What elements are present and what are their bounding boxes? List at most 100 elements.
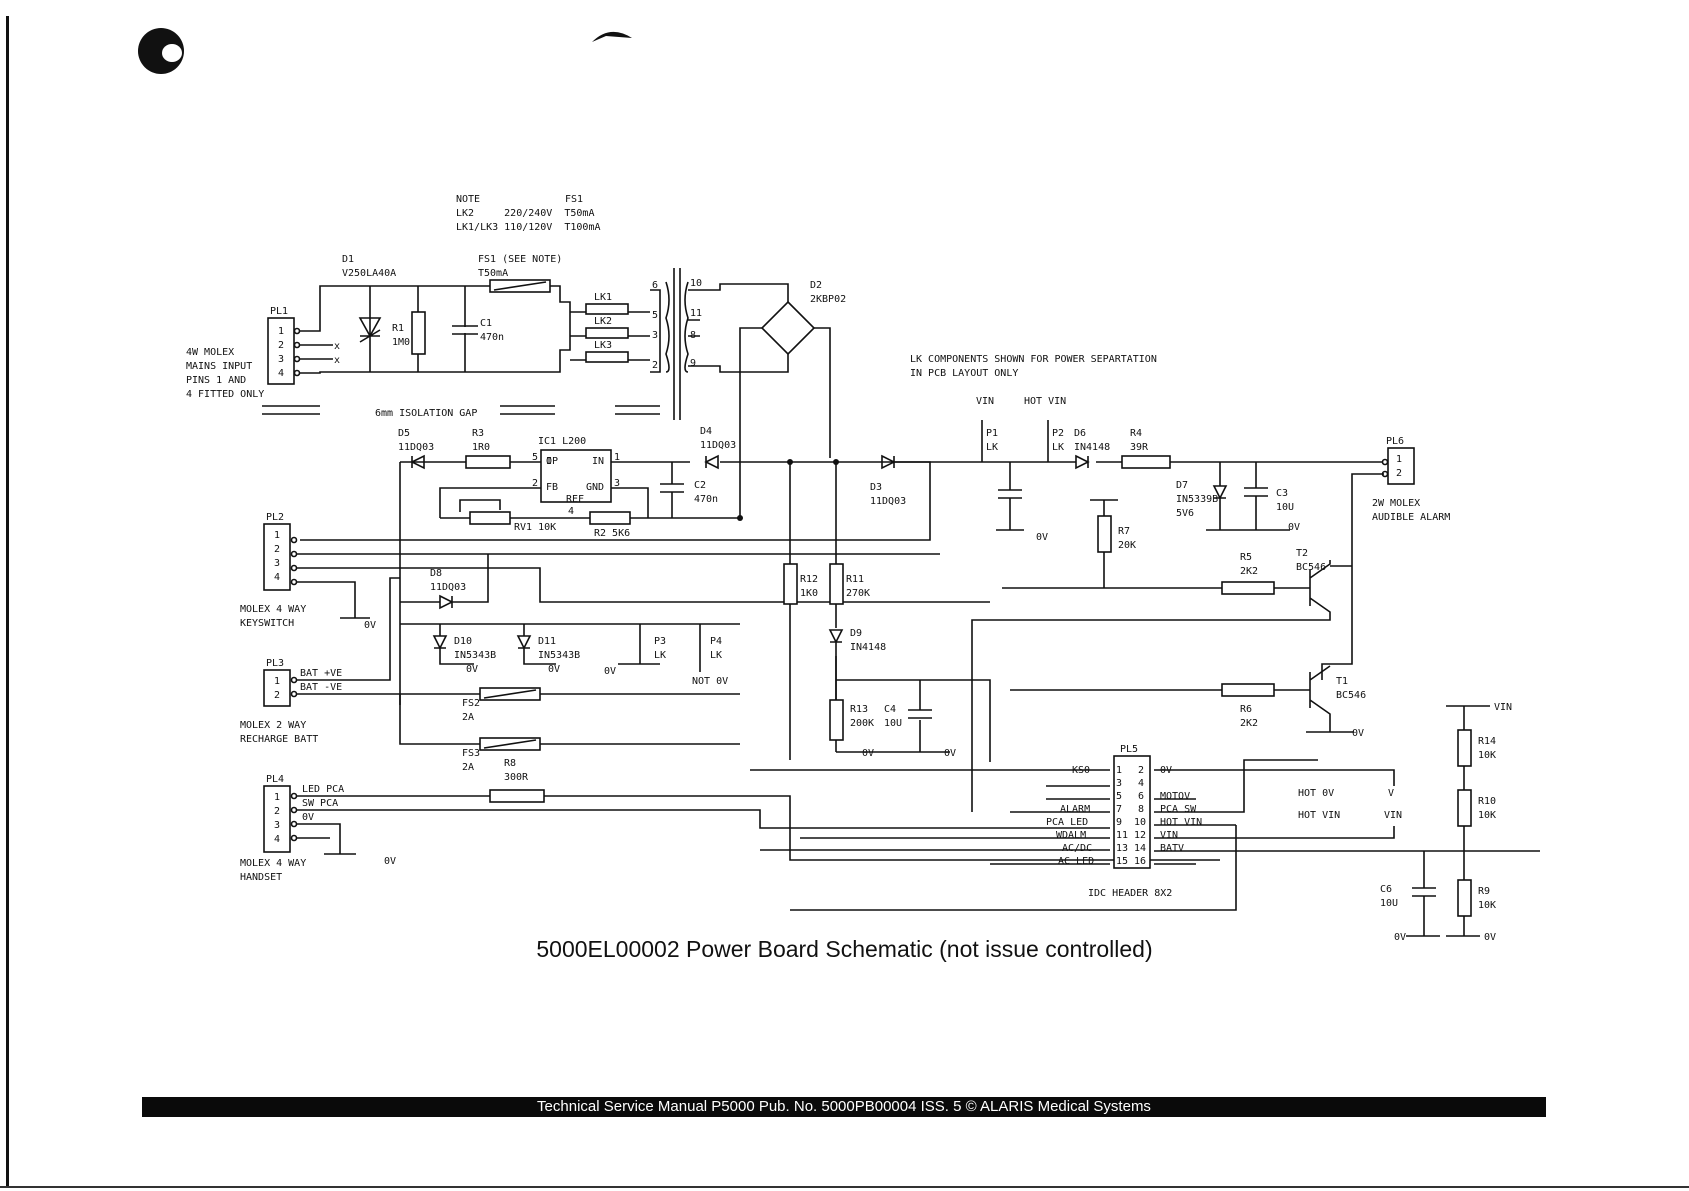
t1-transistor: T1 BC546 0V [1306,665,1366,739]
svg-text:11DQ03: 11DQ03 [430,582,466,593]
svg-text:20K: 20K [1118,540,1136,551]
fs2-fuse: FS2 2A [462,687,541,723]
mains-rails [300,285,571,374]
svg-text:5: 5 [652,310,658,321]
svg-text:IN4148: IN4148 [850,642,886,653]
r2-resistor: R2 5K6 [589,511,631,539]
svg-text:HOT VIN: HOT VIN [1024,396,1066,407]
svg-text:D9: D9 [850,628,862,639]
pl2-connector: PL2 1 2 3 4 MOLEX 4 WAY KEYSWITCH [240,512,306,629]
svg-text:C1: C1 [480,318,492,329]
note-col2: FS1 [565,194,583,205]
svg-text:1R0: 1R0 [472,442,490,453]
svg-text:R10: R10 [1478,796,1496,807]
svg-text:PL4: PL4 [266,774,284,785]
svg-text:R3: R3 [472,428,484,439]
d3-diode: D3 11DQ03 [300,454,931,541]
p3-p4-links: P3 LK P4 LK 0V NOT 0V [604,624,728,687]
pl1-unused-pins [300,344,333,360]
scan-smudge [592,31,632,42]
svg-text:MOTOV: MOTOV [1160,791,1190,802]
handset-wiring [296,795,1220,861]
svg-text:D2: D2 [810,280,822,291]
fs3-fuse: FS3 2A [462,737,541,773]
svg-text:VIN: VIN [1494,702,1512,713]
svg-text:1: 1 [278,326,284,337]
svg-text:270K: 270K [846,588,870,599]
svg-text:D6: D6 [1074,428,1086,439]
r5-resistor: R5 2K2 [1221,552,1275,595]
svg-text:LK1: LK1 [594,292,612,303]
svg-text:LK: LK [1052,442,1064,453]
svg-text:4 FITTED ONLY: 4 FITTED ONLY [186,389,264,400]
svg-text:R5: R5 [1240,552,1252,563]
svg-text:MOLEX 4 WAY: MOLEX 4 WAY [240,604,306,615]
svg-text:4W MOLEX: 4W MOLEX [186,347,234,358]
v-label: V [1388,788,1394,799]
footer-bar: Technical Service Manual P5000 Pub. No. … [142,1097,1546,1117]
svg-text:IN5343B: IN5343B [538,650,580,661]
svg-text:HOT VIN: HOT VIN [1160,817,1202,828]
svg-text:IN5343B: IN5343B [454,650,496,661]
svg-text:D8: D8 [430,568,442,579]
svg-text:1: 1 [1116,765,1122,776]
c4-network [835,679,991,762]
svg-text:V250LA40A: V250LA40A [342,268,396,279]
svg-text:GND: GND [586,482,604,493]
svg-text:AC/DC: AC/DC [1062,843,1092,854]
note-line2: LK1/LK3 110/120V T100mA [456,222,601,233]
sense-rails [789,462,837,760]
svg-text:RV1 10K: RV1 10K [514,522,556,533]
svg-text:LK: LK [654,650,666,661]
svg-text:R12: R12 [800,574,818,585]
svg-text:10: 10 [1134,817,1146,828]
isolation-gap: 6mm ISOLATION GAP [262,405,660,419]
svg-text:R2 5K6: R2 5K6 [594,528,630,539]
ic1-op: I [546,456,552,467]
d1-varistor: D1 V250LA40A [342,254,396,343]
svg-text:LK: LK [710,650,722,661]
svg-text:0V: 0V [466,664,478,675]
svg-text:3: 3 [278,354,284,365]
r8-resistor: R8 300R [489,758,545,803]
pl5-idc-header: PL5 IDC HEADER 8X2 1 3 5 7 9 11 13 15 2 … [1046,744,1202,899]
svg-text:MOLEX 4 WAY: MOLEX 4 WAY [240,858,306,869]
svg-text:IC1 L200: IC1 L200 [538,436,586,447]
r4-resistor: R4 39R [1121,428,1171,469]
svg-text:9: 9 [690,358,696,369]
svg-text:R4: R4 [1130,428,1142,439]
vin-label: VIN [1384,810,1402,821]
svg-text:FS2: FS2 [462,698,480,709]
svg-text:P4: P4 [710,636,722,647]
r1-resistor: R1 1M0 [392,311,426,355]
c2-capacitor: C2 470n [660,462,718,518]
svg-text:VIN: VIN [976,396,994,407]
svg-text:T50mA: T50mA [478,268,508,279]
pl1-description: 4W MOLEX MAINS INPUT PINS 1 AND 4 FITTED… [186,347,264,400]
svg-text:10K: 10K [1478,810,1496,821]
pl4-connector: PL4 1 2 3 4 LED PCA SW PCA 0V MOLEX 4 WA… [240,774,344,883]
c3-capacitor: C3 10U 0V [1206,462,1300,533]
svg-text:VIN: VIN [1160,830,1178,841]
divider-network: VIN R14 10K R10 10K R9 10K C6 10U 0V 0V [1380,702,1512,943]
svg-text:PL6: PL6 [1386,436,1404,447]
svg-text:4: 4 [1138,778,1144,789]
svg-text:FB: FB [546,482,558,493]
svg-text:PL5: PL5 [1120,744,1138,755]
d7-zener: D7 IN5339B 5V6 [1176,462,1228,530]
fs1-fuse: FS1 (SEE NOTE) T50mA [478,254,562,293]
svg-text:2: 2 [532,478,538,489]
svg-text:IN4148: IN4148 [1074,442,1110,453]
svg-text:KEYSWITCH: KEYSWITCH [240,618,294,629]
svg-text:1M0: 1M0 [392,337,410,348]
svg-text:LED PCA: LED PCA [302,784,344,795]
svg-text:LK2: LK2 [594,316,612,327]
svg-text:2K2: 2K2 [1240,718,1258,729]
ov-label: 0V [384,856,396,867]
schematic-caption: 5000EL00002 Power Board Schematic (not i… [536,936,1153,962]
svg-text:IN5339B: IN5339B [1176,494,1218,505]
d6-diode: D6 IN4148 [1066,428,1110,470]
svg-text:10K: 10K [1478,900,1496,911]
svg-text:WDALM: WDALM [1056,830,1086,841]
